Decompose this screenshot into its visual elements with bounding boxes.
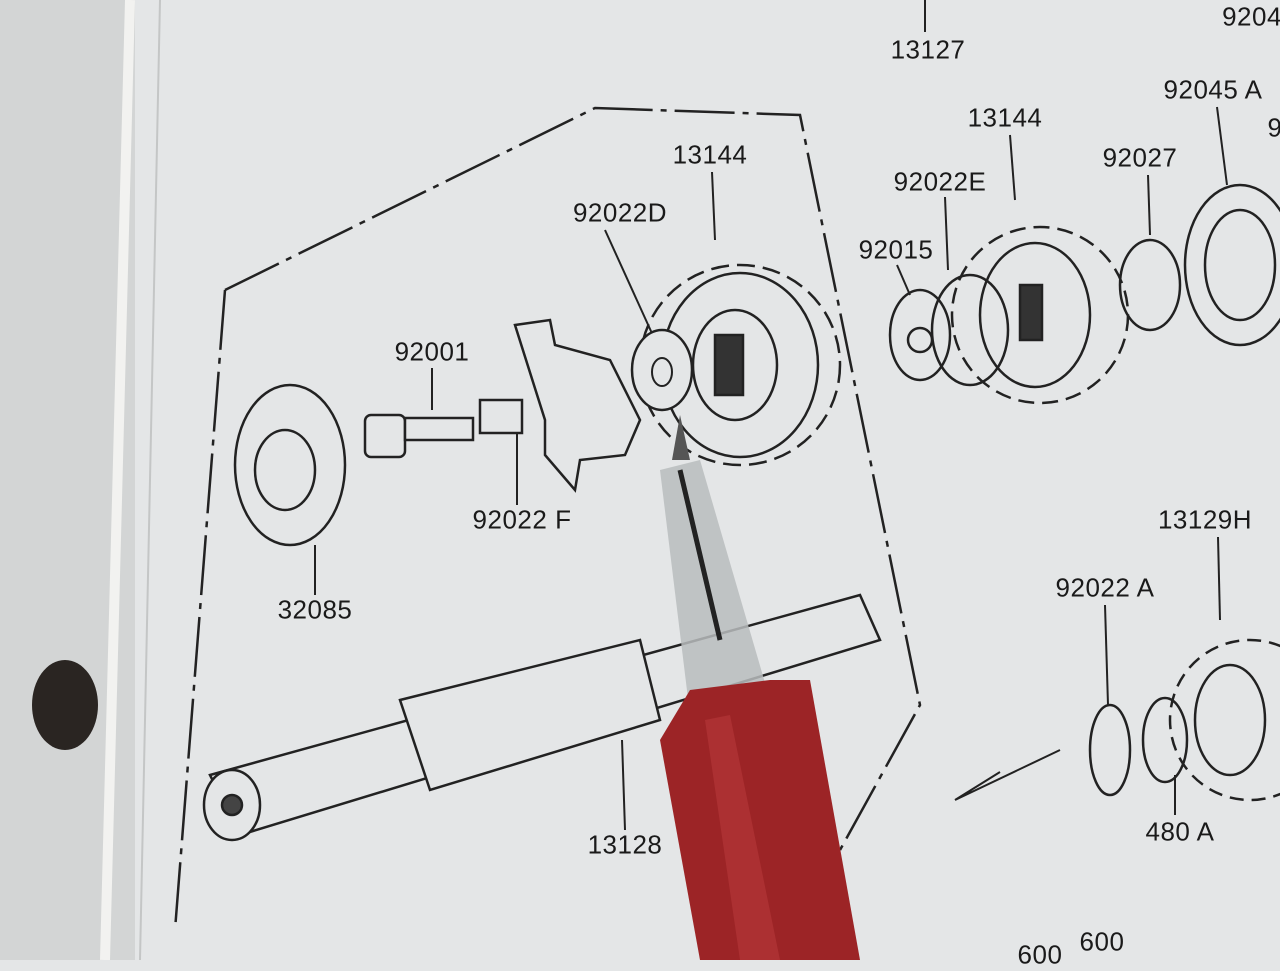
label-9204: 9204 (1222, 1, 1280, 32)
bolt-92001 (363, 413, 475, 459)
arrow-mark (954, 749, 1061, 801)
leader-lines (314, 0, 1228, 831)
binder-hole (32, 660, 98, 750)
lock-plate (513, 318, 642, 493)
label-92045A: 92045 A (1163, 74, 1263, 105)
label-600-a: 600 (1017, 939, 1063, 970)
label-13128: 13128 (587, 829, 663, 860)
label-92022E: 92022E (893, 166, 987, 197)
label-480A: 480 A (1145, 816, 1215, 847)
pen (660, 415, 860, 960)
label-92022D: 92022D (572, 197, 668, 228)
label-32085: 32085 (277, 594, 353, 625)
group-frame (224, 106, 922, 851)
collar-92022F (478, 398, 524, 435)
label-92015: 92015 (858, 234, 934, 265)
right-parts (888, 183, 1280, 802)
label-13144-left: 13144 (672, 139, 748, 170)
cover-32085 (233, 383, 347, 547)
page-edge-line (139, 0, 161, 960)
group-frame-left (173, 289, 227, 931)
label-13144-right: 13144 (967, 102, 1043, 133)
label-92027: 92027 (1102, 142, 1178, 173)
label-92022F: 92022 F (472, 504, 572, 535)
page-edge-highlight (100, 0, 135, 960)
label-92001: 92001 (394, 336, 470, 367)
label-600-b: 600 (1079, 926, 1125, 957)
label-13127: 13127 (890, 34, 966, 65)
label-13129H: 13129H (1157, 504, 1253, 535)
washer-92022D (630, 328, 694, 412)
label-9: 9 (1267, 112, 1280, 143)
label-92022A: 92022 A (1055, 572, 1155, 603)
